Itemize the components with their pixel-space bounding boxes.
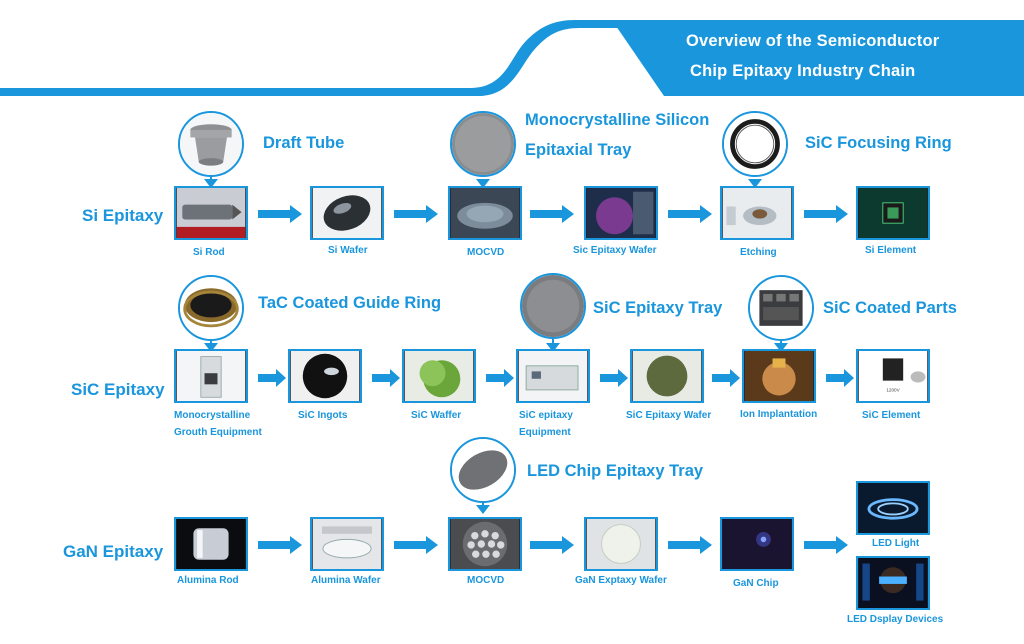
- arrow-right-icon: [530, 536, 574, 554]
- mocvd-gan-image: [448, 517, 522, 571]
- arrow-right-icon: [712, 369, 740, 387]
- pointer-icon: [204, 179, 218, 188]
- callout-tac-coated-guide-ring: TaC Coated Guide Ring: [258, 294, 442, 312]
- header-title-line1: Overview of the Semiconductor: [686, 32, 940, 50]
- caption-etching: Etching: [740, 247, 777, 258]
- caption-alumina-rod: Alumina Rod: [177, 575, 239, 586]
- caption-alumina-wafer: Alumina Wafer: [311, 575, 381, 586]
- arrow-right-icon: [486, 369, 514, 387]
- epitaxial-tray-image: [450, 111, 516, 177]
- mocvd-image: [448, 186, 522, 240]
- si-rod-image: [174, 186, 248, 240]
- arrow-right-icon: [258, 205, 302, 223]
- arrow-right-icon: [826, 369, 854, 387]
- row-label-sic-epitaxy: SiC Epitaxy: [71, 380, 165, 399]
- pointer-icon: [748, 179, 762, 188]
- alumina-wafer-image: [310, 517, 384, 571]
- caption-si-element: Si Element: [865, 245, 917, 256]
- caption-led-light: LED Light: [872, 538, 920, 549]
- pointer-icon: [546, 343, 560, 352]
- header-banner: [0, 20, 1024, 100]
- etching-image: [720, 186, 794, 240]
- led-chip-epitaxy-tray-image: [450, 437, 516, 503]
- caption-sic-epitaxy-wafer: SiC Epitaxy Wafer: [626, 410, 712, 421]
- alumina-rod-image: [174, 517, 248, 571]
- sic-epitaxy-wafer-image: [584, 186, 658, 240]
- arrow-right-icon: [668, 536, 712, 554]
- arrow-right-icon: [804, 536, 848, 554]
- svg-text:1200V: 1200V: [886, 388, 900, 393]
- caption-monocrystalline: Monocrystalline: [174, 410, 251, 421]
- led-display-devices-image: [856, 556, 930, 610]
- tac-coated-guide-ring-image: [178, 275, 244, 341]
- arrow-right-icon: [600, 369, 628, 387]
- pointer-icon: [204, 343, 218, 352]
- sic-ingots-image: [288, 349, 362, 403]
- sic-epitaxy-equipment-image: [516, 349, 590, 403]
- pointer-icon: [476, 179, 490, 188]
- callout-sic-focusing-ring: SiC Focusing Ring: [805, 134, 952, 152]
- si-element-image: [856, 186, 930, 240]
- arrow-right-icon: [394, 536, 438, 554]
- caption-led-display-devices: LED Dsplay Devices: [847, 614, 944, 625]
- caption-si-rod: Si Rod: [193, 247, 225, 258]
- caption-equipment: Equipment: [519, 427, 571, 438]
- pointer-icon: [476, 505, 490, 514]
- callout-sic-epitaxy-tray: SiC Epitaxy Tray: [593, 299, 723, 317]
- arrow-right-icon: [530, 205, 574, 223]
- sic-element-image: 1200V: [856, 349, 930, 403]
- callout-epitaxial-tray: Epitaxial Tray: [525, 141, 632, 159]
- arrow-right-icon: [258, 369, 286, 387]
- si-wafer-image: [310, 186, 384, 240]
- sic-coated-parts-image: [748, 275, 814, 341]
- caption-sic-epitaxy-wafer: Sic Epitaxy Wafer: [573, 245, 657, 256]
- caption-si-wafer: Si Wafer: [328, 245, 368, 256]
- growth-equipment-image: [174, 349, 248, 403]
- caption-gan-chip: GaN Chip: [733, 578, 779, 589]
- sic-focusing-ring-image: [722, 111, 788, 177]
- callout-monocrystalline-silicon: Monocrystalline Silicon: [525, 111, 710, 129]
- caption-sic-element: SiC Element: [862, 410, 921, 421]
- caption-mocvd-gan: MOCVD: [467, 575, 505, 586]
- arrow-right-icon: [668, 205, 712, 223]
- caption-gan-exptaxy-wafer: GaN Exptaxy Wafer: [575, 575, 667, 586]
- ion-implantation-image: [742, 349, 816, 403]
- led-light-image: [856, 481, 930, 535]
- row-label-si-epitaxy: Si Epitaxy: [82, 206, 164, 225]
- caption-ion-implantation: Ion Implantation: [740, 409, 818, 420]
- sic-waffer-image: [402, 349, 476, 403]
- arrow-right-icon: [372, 369, 400, 387]
- row-label-gan-epitaxy: GaN Epitaxy: [63, 542, 164, 561]
- caption-sic-epitaxy: SiC epitaxy: [519, 410, 573, 421]
- pointer-icon: [774, 343, 788, 352]
- arrow-right-icon: [804, 205, 848, 223]
- sic-epitaxy-wafer-2-image: [630, 349, 704, 403]
- sic-epitaxy-tray-image: [520, 273, 586, 339]
- caption-sic-ingots: SiC Ingots: [298, 410, 348, 421]
- callout-sic-coated-parts: SiC Coated Parts: [823, 299, 957, 317]
- arrow-right-icon: [258, 536, 302, 554]
- gan-exptaxy-wafer-image: [584, 517, 658, 571]
- callout-draft-tube: Draft Tube: [263, 134, 345, 152]
- gan-chip-image: [720, 517, 794, 571]
- arrow-right-icon: [394, 205, 438, 223]
- draft-tube-image: [178, 111, 244, 177]
- callout-led-chip-epitaxy-tray: LED Chip Epitaxy Tray: [527, 462, 704, 480]
- caption-mocvd: MOCVD: [467, 247, 505, 258]
- caption-sic-waffer: SiC Waffer: [411, 410, 462, 421]
- header-title-line2: Chip Epitaxy Industry Chain: [690, 62, 916, 80]
- caption-grouth-equipment: Grouth Equipment: [174, 427, 262, 438]
